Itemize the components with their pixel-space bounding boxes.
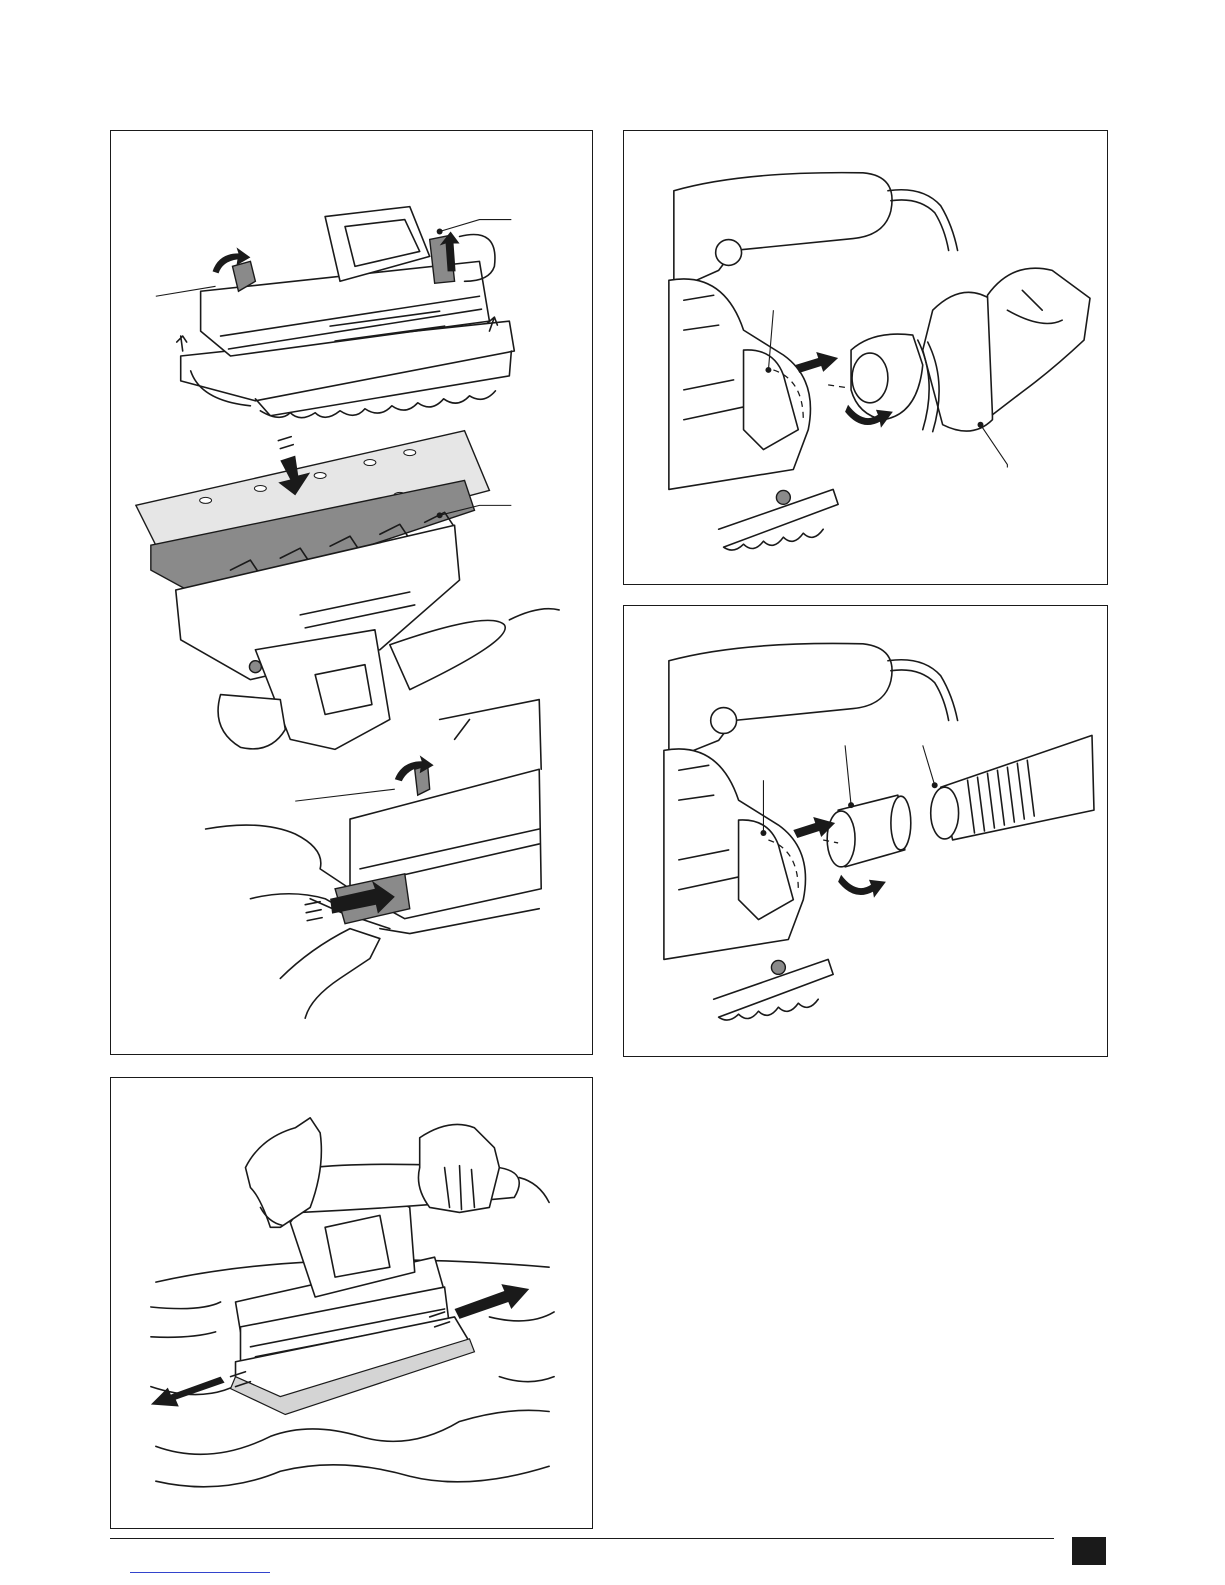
sander-top-view [156,207,515,418]
sander-icon [111,1078,592,1528]
adaptor-tube [827,795,911,867]
footer-rule [110,1538,1054,1539]
figure-vacuum-adaptor [623,605,1108,1057]
figure-paper-fitting [110,130,593,1055]
figure-sanding [110,1077,593,1529]
adaptor-icon [624,606,1107,1056]
hose-icon [931,735,1094,840]
footer-link[interactable] [130,1572,270,1573]
dust-bag-icon [624,131,1107,584]
figure-dust-bag [623,130,1108,585]
page-number-badge [1072,1537,1106,1565]
sander-icon [111,131,592,1054]
